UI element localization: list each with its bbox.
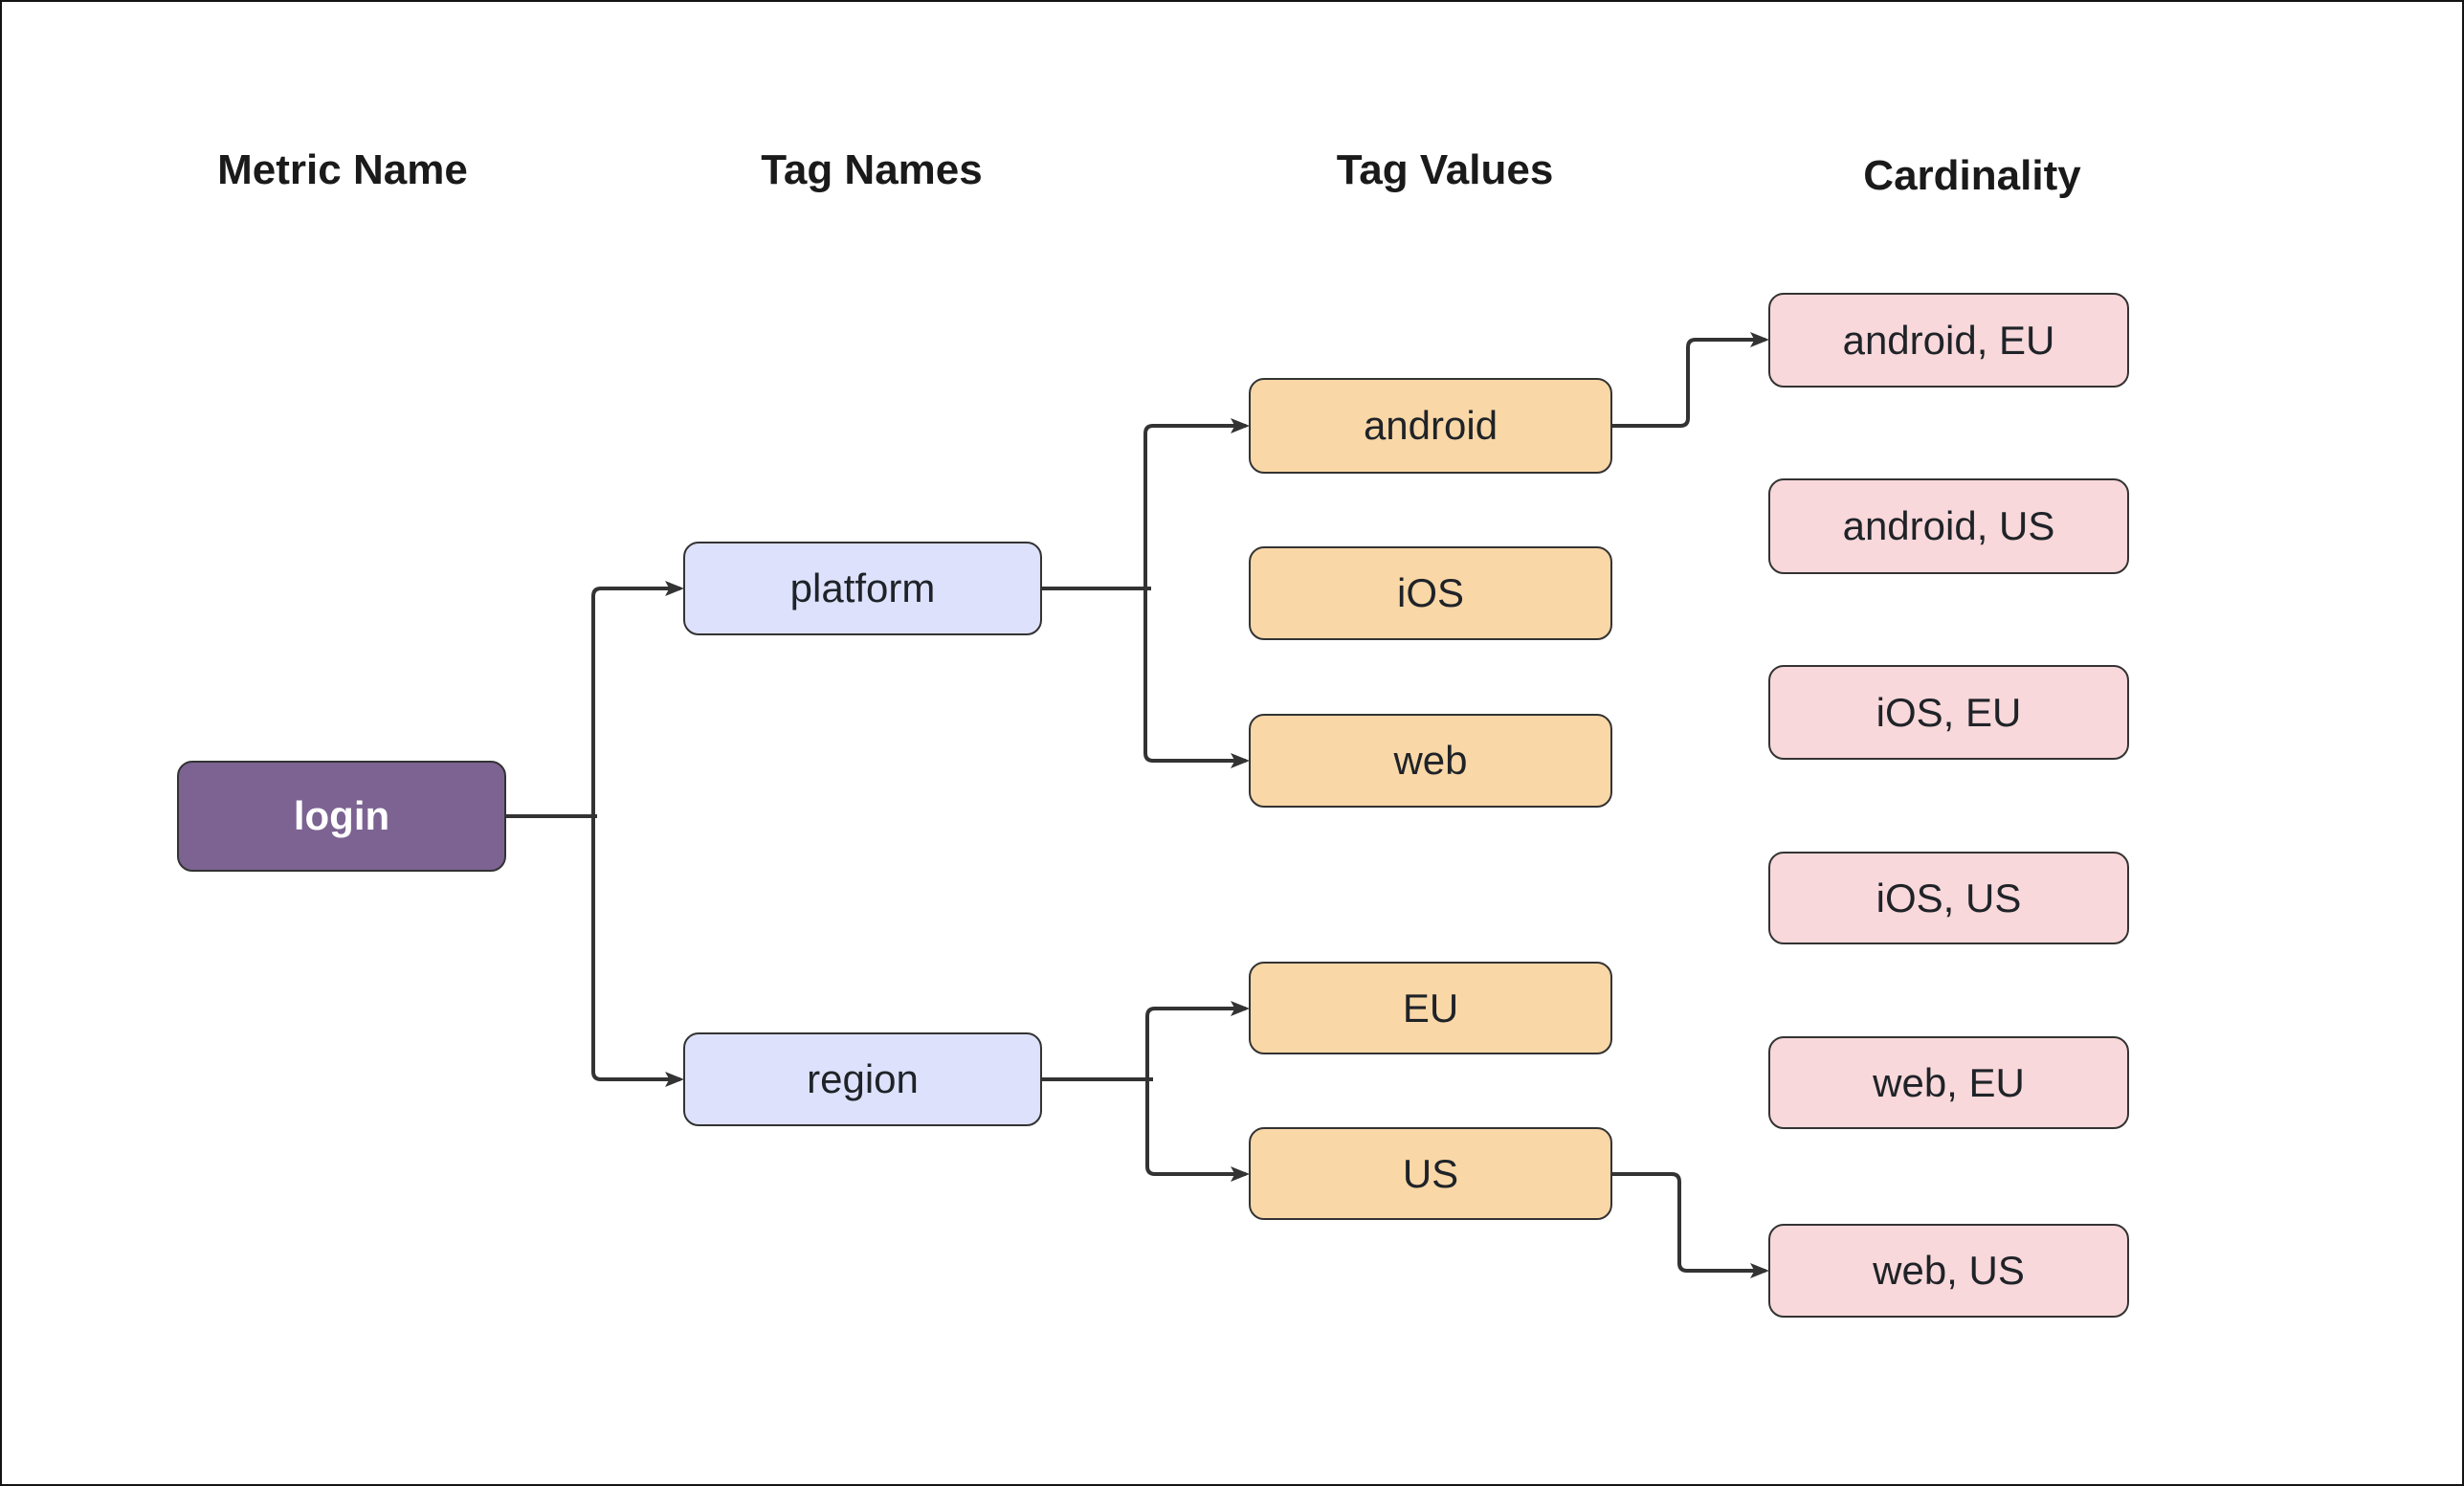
node-android: android: [1249, 378, 1612, 474]
edge-platform-android: [1143, 418, 1250, 588]
column-header-tag-names: Tag Names: [761, 146, 983, 193]
node-web-us: web, US: [1768, 1224, 2129, 1318]
edge-region-us: [1145, 1079, 1250, 1182]
node-web: web: [1249, 714, 1612, 808]
node-login: login: [177, 761, 506, 872]
node-region: region: [683, 1032, 1042, 1126]
edge-us-webus: [1612, 1172, 1769, 1278]
node-ios: iOS: [1249, 546, 1612, 640]
column-header-metric-name: Metric Name: [217, 146, 468, 193]
node-ios-us: iOS, US: [1768, 852, 2129, 944]
node-eu: EU: [1249, 962, 1612, 1054]
edge-platform-web: [1143, 588, 1250, 768]
column-header-tag-values: Tag Values: [1336, 146, 1554, 193]
node-android-eu: android, EU: [1768, 293, 2129, 388]
node-android-us: android, US: [1768, 478, 2129, 574]
node-ios-eu: iOS, EU: [1768, 665, 2129, 760]
edge-login-region: [591, 816, 684, 1087]
node-platform: platform: [683, 542, 1042, 635]
column-header-cardinality: Cardinality: [1863, 152, 2081, 199]
edge-region-eu: [1145, 1001, 1250, 1079]
edge-login-platform: [591, 581, 684, 816]
node-web-eu: web, EU: [1768, 1036, 2129, 1129]
edge-android-androideu: [1612, 332, 1769, 428]
node-us: US: [1249, 1127, 1612, 1220]
